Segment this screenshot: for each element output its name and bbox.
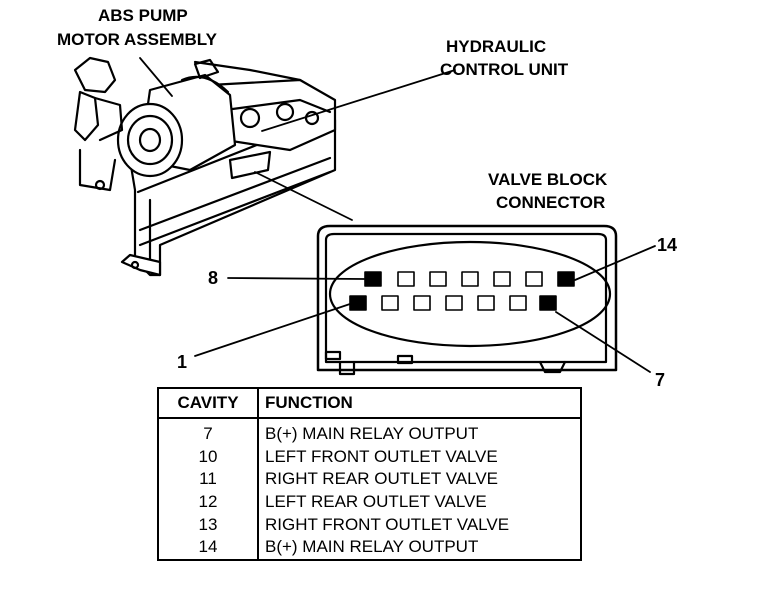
hcu-leader [261, 69, 456, 132]
cavity-cell: 11 [158, 468, 259, 491]
leader-lines [139, 57, 456, 221]
cavity-cell: 12 [158, 490, 259, 514]
abs-pump-label-line2: MOTOR ASSEMBLY [57, 30, 217, 49]
table-row: 14 B(+) MAIN RELAY OUTPUT [158, 535, 581, 560]
cavity-cell: 13 [158, 513, 259, 536]
cavity-cell: 10 [158, 445, 259, 469]
pump-motor-drawing [116, 58, 237, 178]
motor-connector [73, 56, 124, 192]
pin-callout-1: 1 [177, 352, 188, 372]
function-cell: LEFT FRONT OUTLET VALVE [265, 446, 498, 466]
valve-block-label-line1: VALVE BLOCK [488, 170, 608, 189]
table-row: 11 RIGHT REAR OUTLET VALVE [158, 468, 581, 491]
function-cell: RIGHT REAR OUTLET VALVE [265, 469, 499, 489]
function-cell: B(+) MAIN RELAY OUTPUT [265, 424, 479, 444]
abs-pump-label-line1: ABS PUMP [98, 6, 188, 25]
connector-detail-leader [254, 171, 353, 221]
valve-block-label-line2: CONNECTOR [496, 193, 606, 212]
pin-leaders [194, 245, 656, 373]
hcu-label-line2: CONTROL UNIT [440, 60, 569, 79]
abs-pump-leader [139, 57, 173, 97]
pin-callout-14: 14 [657, 235, 678, 255]
table-row: 10 LEFT FRONT OUTLET VALVE [158, 445, 581, 469]
cavity-cell: 14 [158, 535, 259, 560]
pin-callout-8: 8 [208, 268, 219, 288]
function-cell: B(+) MAIN RELAY OUTPUT [265, 537, 479, 557]
table-row: 13 RIGHT FRONT OUTLET VALVE [158, 513, 581, 536]
function-header: FUNCTION [258, 388, 581, 419]
table-row: 7 B(+) MAIN RELAY OUTPUT [158, 418, 581, 446]
pin-callout-7: 7 [655, 370, 666, 390]
table-row: 12 LEFT REAR OUTLET VALVE [158, 490, 581, 514]
cavity-cell: 7 [158, 418, 259, 446]
table-header-row: CAVITY FUNCTION [158, 388, 581, 419]
terminal-row-bottom [349, 295, 557, 311]
terminal-row-top [364, 271, 575, 287]
valve-block-connector-drawing [316, 224, 618, 376]
hcu-bracket [120, 60, 337, 277]
cavity-function-table: CAVITY FUNCTION 7 B(+) MAIN RELAY OUTPUT… [157, 387, 582, 561]
cavity-header: CAVITY [158, 388, 259, 419]
function-cell: RIGHT FRONT OUTLET VALVE [265, 514, 510, 534]
function-cell: LEFT REAR OUTLET VALVE [265, 492, 487, 512]
hcu-label-line1: HYDRAULIC [446, 37, 547, 56]
